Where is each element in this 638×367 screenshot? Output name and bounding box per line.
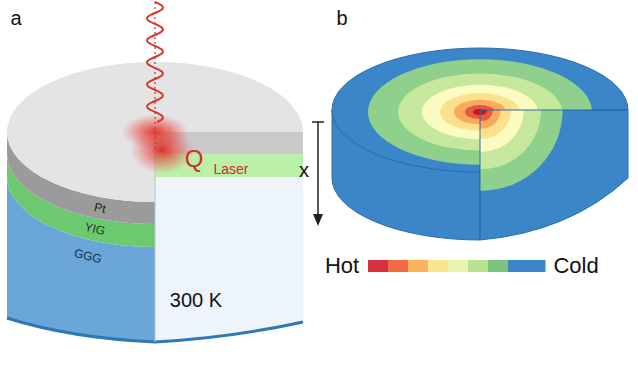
scale-segment	[468, 260, 489, 272]
panel-letter: a	[10, 8, 21, 28]
panel-letter: b	[336, 8, 347, 28]
depth-arrow-shaft	[317, 122, 319, 216]
scale-segment	[388, 260, 409, 272]
heat-subscript: Laser	[213, 162, 248, 176]
layer-name: Pt	[93, 201, 107, 215]
depth-label: x	[299, 160, 309, 180]
scale-segment	[488, 260, 509, 272]
heat-symbol: Q	[185, 147, 204, 171]
cut-edge	[480, 110, 481, 240]
scale-segment	[368, 260, 389, 272]
layer-name: YIG	[84, 221, 107, 237]
scale-end-label: Hot	[325, 255, 359, 277]
layer-name: GGG	[73, 247, 103, 265]
depth-arrow	[312, 122, 324, 226]
scale-segment	[448, 260, 469, 272]
depth-arrow-head	[313, 214, 323, 226]
cut-edge	[480, 110, 628, 111]
color-scale-bar	[368, 260, 546, 272]
laser-beam	[147, 2, 163, 122]
laser-wave	[147, 2, 163, 122]
scale-segment	[428, 260, 449, 272]
ggg-face	[155, 177, 303, 342]
scale-segment	[508, 260, 546, 272]
temperature-label: 300 K	[170, 290, 222, 310]
temperature-cylinder	[332, 29, 628, 240]
scale-segment	[408, 260, 429, 272]
scale-end-label: Cold	[553, 255, 598, 277]
laser-heating	[130, 126, 194, 174]
